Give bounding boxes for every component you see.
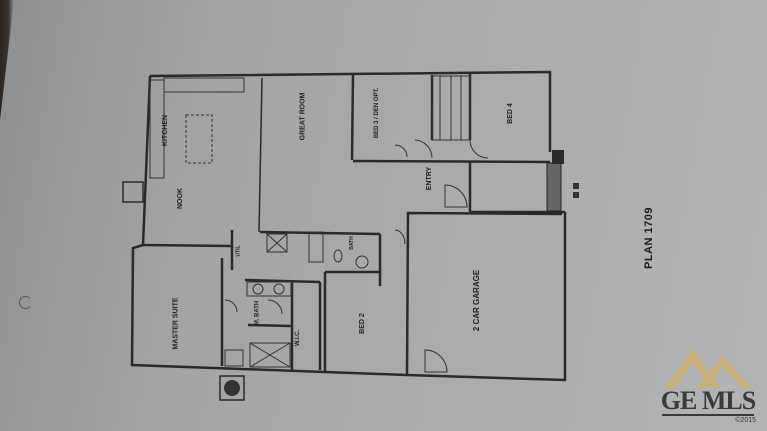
roof-logo-icon (664, 348, 752, 388)
room-label-util: UTIL (235, 245, 242, 257)
room-label-garage: 2 CAR GARAGE (472, 269, 482, 332)
watermark-brand: GE MLS (660, 386, 756, 415)
room-label-kitchen: KITCHEN (162, 114, 170, 147)
watermark-copyright: ©2015 (735, 417, 756, 424)
paper-punch-hole (19, 296, 32, 309)
room-label-bed2: BED 2 (358, 313, 366, 334)
room-label-master-suite: MASTER SUITE (172, 297, 180, 350)
plan-title: PLAN 1709 (642, 207, 655, 269)
room-label-wic: W.I.C. (295, 329, 302, 347)
watermark-divider (662, 414, 754, 416)
room-label-bed4: BED 4 (506, 103, 514, 124)
room-label-bath: BATH (348, 236, 355, 250)
room-label-nook: NOOK (177, 188, 184, 209)
room-label-entry: ENTRY (426, 166, 434, 191)
room-label-great-room: GREAT ROOM (299, 92, 307, 141)
gemls-watermark: GE MLS ©2015 (656, 344, 760, 428)
room-label-m-bath: M. BATH (254, 300, 261, 326)
room-label-bed3: BED 3 / DEN OPT. (374, 87, 381, 139)
